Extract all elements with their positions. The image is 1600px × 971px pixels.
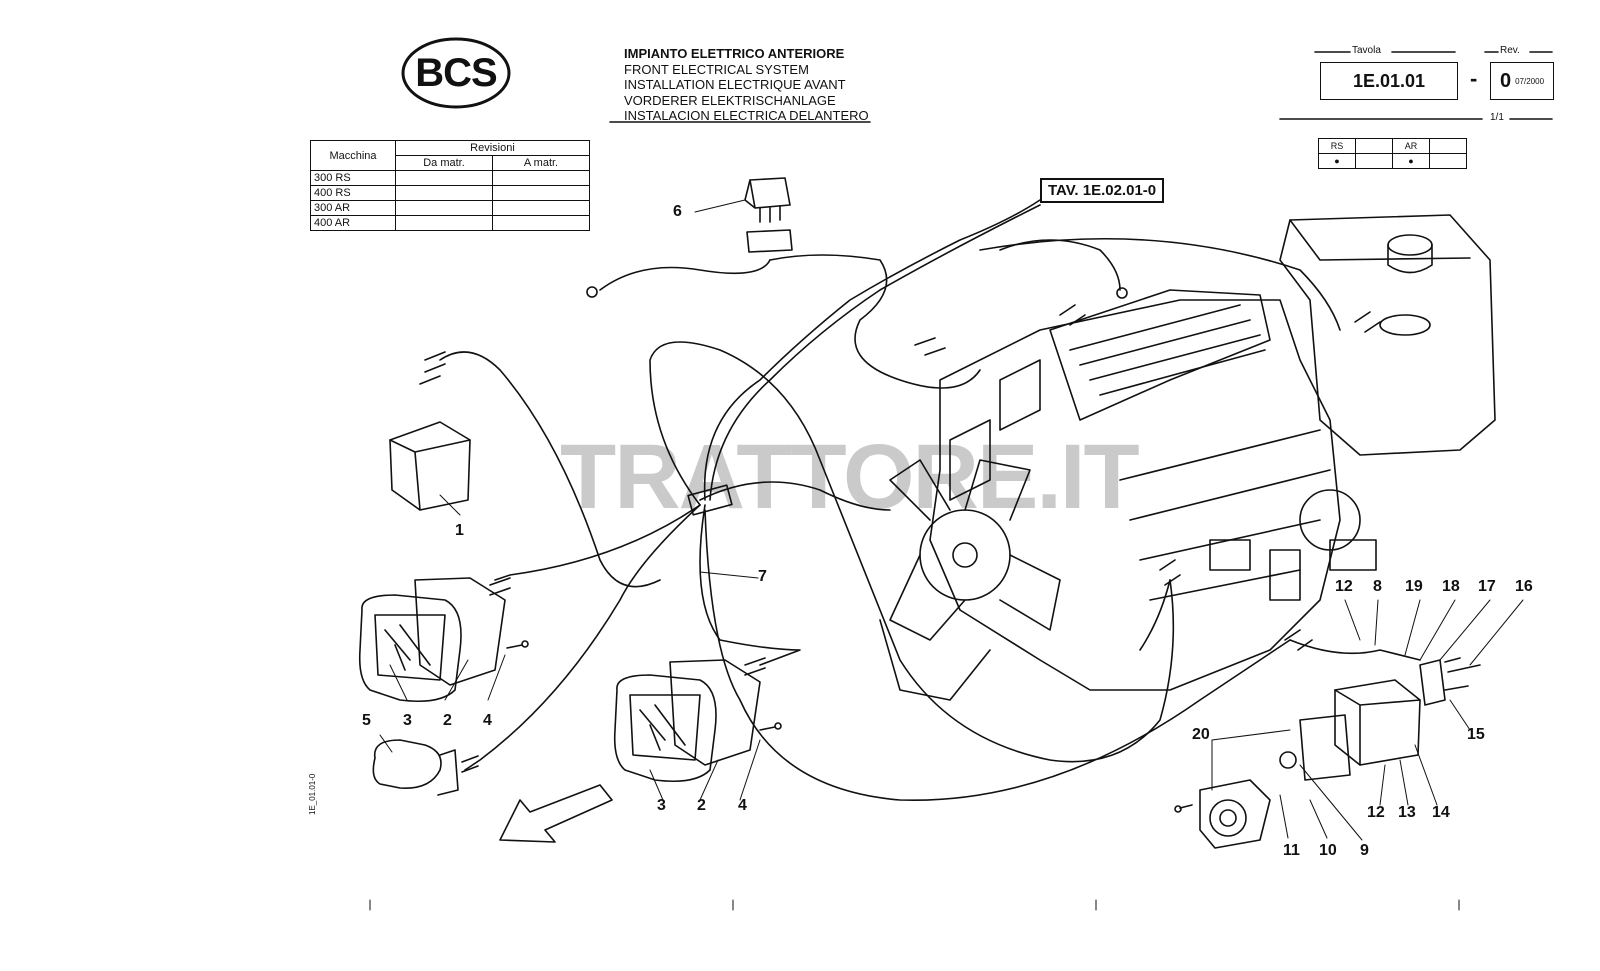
callout-3: 3 xyxy=(403,712,412,729)
callout-12: 12 xyxy=(1335,578,1353,595)
bcs-logo: BCS xyxy=(400,36,512,110)
callout-9: 9 xyxy=(1360,842,1369,859)
connector xyxy=(1284,629,1313,651)
callout-10: 10 xyxy=(1319,842,1337,859)
page-number: 1/1 xyxy=(1490,112,1504,123)
connector xyxy=(489,577,511,596)
revision-label: Rev. xyxy=(1500,45,1520,56)
connector xyxy=(1059,304,1086,326)
title-german: VORDERER ELEKTRISCHANLAGE xyxy=(624,92,836,108)
fuel-tank xyxy=(1279,214,1496,456)
callout-2: 2 xyxy=(443,712,452,729)
drawing-titles: IMPIANTO ELETTRICO ANTERIORE FRONT ELECT… xyxy=(624,46,869,124)
engine-block xyxy=(929,289,1377,691)
bolt xyxy=(506,640,529,649)
model-revision-table: Macchina Revisioni Da matr. A matr. 300 … xyxy=(310,140,590,231)
callout-3-right: 3 xyxy=(657,797,666,814)
empty-cell xyxy=(492,215,590,231)
connector xyxy=(744,657,766,676)
sheet-code: 1E.01.01 xyxy=(1320,62,1458,100)
connector xyxy=(1354,311,1381,333)
model-cell: 300 RS xyxy=(310,170,396,186)
callout-16: 16 xyxy=(1515,578,1533,595)
right-headlight xyxy=(613,659,761,783)
connector xyxy=(1159,559,1181,586)
title-english: FRONT ELECTRICAL SYSTEM xyxy=(624,61,809,77)
callout-1: 1 xyxy=(455,522,464,539)
model-cell: 400 AR xyxy=(310,215,396,231)
bolt xyxy=(759,722,782,731)
callout-5: 5 xyxy=(362,712,371,729)
wiring-harness xyxy=(439,199,1421,802)
light-guard xyxy=(389,421,471,511)
callout-14: 14 xyxy=(1432,804,1450,821)
page-ticks xyxy=(369,899,1460,911)
callout-12-lower: 12 xyxy=(1367,804,1385,821)
bolt xyxy=(1174,804,1193,813)
horn xyxy=(372,739,459,796)
side-drawing-code: 1E_01.01-0 xyxy=(308,773,317,815)
callout-13: 13 xyxy=(1398,804,1416,821)
callout-20: 20 xyxy=(1192,726,1210,743)
watermark: TRATTORE.IT xyxy=(560,426,1140,528)
callout-19: 19 xyxy=(1405,578,1423,595)
revision-dash: - xyxy=(1470,66,1478,91)
empty-cell xyxy=(1429,153,1467,169)
callout-8: 8 xyxy=(1373,578,1382,595)
callout-7: 7 xyxy=(758,568,767,585)
table-row: 400 AR xyxy=(310,215,590,231)
ring-terminal xyxy=(1116,287,1128,299)
applicability-table: RS AR ● ● xyxy=(1318,138,1467,169)
sheet-label: Tavola xyxy=(1352,45,1381,56)
connector xyxy=(461,755,479,773)
reference-box: TAV. 1E.02.01-0 xyxy=(1040,178,1165,203)
callout-6: 6 xyxy=(673,203,682,220)
connector xyxy=(914,337,946,356)
header-to: A matr. xyxy=(492,155,590,171)
callout-18: 18 xyxy=(1442,578,1460,595)
cooling-fan xyxy=(879,459,1061,701)
callout-2-right: 2 xyxy=(697,797,706,814)
logo-ellipse xyxy=(401,37,511,109)
leader-lines xyxy=(379,199,1524,841)
callout-15: 15 xyxy=(1467,726,1485,743)
front-direction-arrow xyxy=(499,784,613,843)
connector xyxy=(687,484,733,516)
relay xyxy=(744,177,793,253)
ring-terminal xyxy=(586,286,598,298)
callout-4: 4 xyxy=(483,712,492,729)
revision-box: 0 07/2000 xyxy=(1490,62,1554,100)
logo-text: BCS xyxy=(415,50,497,95)
revision-date: 07/2000 xyxy=(1515,76,1545,86)
connector xyxy=(419,351,446,385)
revision-value: 0 xyxy=(1499,69,1512,92)
callout-4-right: 4 xyxy=(738,797,747,814)
left-headlight xyxy=(358,577,506,703)
title-spanish: INSTALACION ELECTRICA DELANTERO xyxy=(624,108,869,123)
title-french: INSTALLATION ELECTRIQUE AVANT xyxy=(624,77,846,92)
title-italian: IMPIANTO ELETTRICO ANTERIORE xyxy=(624,46,845,61)
callout-17: 17 xyxy=(1478,578,1496,595)
callout-11: 11 xyxy=(1283,842,1300,859)
table-row: 300 RS xyxy=(310,170,590,186)
rear-lamp-assembly xyxy=(1199,657,1481,849)
header-machine: Macchina xyxy=(310,140,396,171)
header-revisions: Revisioni xyxy=(395,140,590,156)
